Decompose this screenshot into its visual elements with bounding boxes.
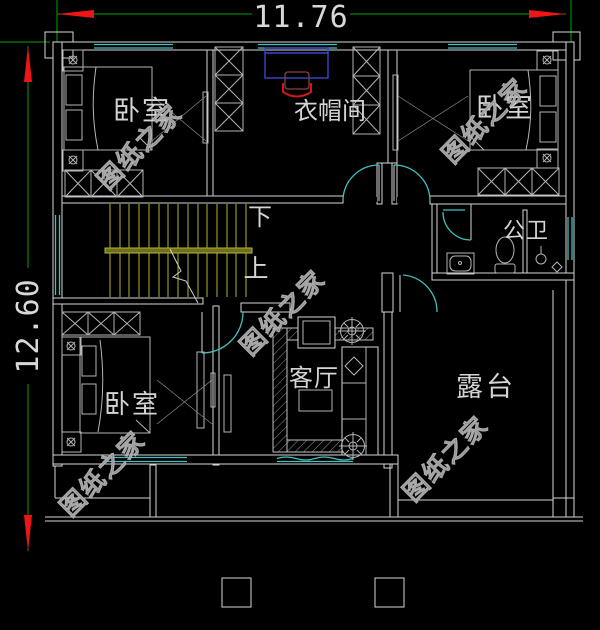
room-labels: 卧室 衣帽间 卧室 公卫 卧室 客厅 露台 (104, 93, 549, 420)
dimension-width-label: 11.76 (253, 0, 348, 35)
room-label-terrace: 露台 (456, 372, 516, 403)
room-label-bedroom-bottom-left: 卧室 (104, 390, 160, 420)
bed-bottom-left (61, 336, 213, 453)
stair-rail (104, 247, 253, 254)
ceiling-lamp-bottom (339, 432, 367, 460)
door-bedroom-top-right (393, 164, 431, 203)
furniture (61, 47, 559, 460)
room-label-bedroom-top-left: 卧室 (113, 96, 171, 127)
wardrobe-bedroom-top-left (64, 169, 144, 198)
window-living-bottom (276, 456, 354, 463)
bed-top-right (392, 50, 559, 169)
window-stairs-left (54, 215, 61, 295)
watermark-text: 图纸之家 (397, 410, 494, 507)
wardrobes (61, 46, 560, 336)
coffee-table (298, 389, 333, 412)
dimension-height-label: 12.60 (11, 278, 46, 373)
tv-screen (210, 372, 216, 408)
stair-up-label: 上 (243, 254, 268, 283)
wardrobe-bedroom-bottom-left (61, 311, 141, 336)
bed-top-left (62, 49, 209, 172)
dimension-annotations: 11.76 12.60 (0, 0, 572, 551)
dim-arrow-left (57, 10, 94, 18)
shower-drain-icons (535, 246, 563, 273)
door-bathroom (442, 197, 472, 241)
door-bedroom-bottom-left (201, 299, 244, 354)
dim-arrow-right (529, 10, 566, 18)
wardrobe-bedroom-top-right (477, 167, 560, 196)
window-bedroom-bottom (103, 456, 187, 463)
wardrobe-cloakroom-right (352, 46, 381, 135)
wardrobe-cloakroom-left (214, 46, 244, 132)
window-bathroom (567, 217, 573, 260)
room-label-living-room: 客厅 (289, 364, 339, 392)
window-top-right (448, 43, 517, 50)
porch-column-right (374, 577, 405, 608)
bathroom-fixtures (446, 236, 563, 275)
armchair (297, 316, 336, 349)
toilet-icon (494, 236, 516, 274)
room-label-cloakroom: 衣帽间 (294, 97, 366, 125)
door-cloakroom (342, 164, 380, 202)
stair-break-line (169, 248, 199, 304)
dim-arrow-down (24, 515, 32, 551)
ceiling-lamp-top (338, 317, 366, 345)
room-label-bathroom: 公卫 (503, 219, 549, 244)
stair-down-label: 下 (248, 203, 272, 231)
sink-icon (446, 252, 475, 275)
window-top-left (94, 43, 173, 50)
dressing-desk (264, 47, 329, 79)
tv-cabinet (223, 374, 232, 433)
doors (201, 164, 472, 354)
dressing-chair (282, 71, 312, 98)
staircase: 下 上 (104, 203, 272, 304)
room-label-bedroom-top-right: 卧室 (476, 93, 534, 124)
door-terrace (399, 274, 438, 313)
dim-arrow-up (24, 46, 32, 82)
porch-column-left (221, 577, 252, 608)
